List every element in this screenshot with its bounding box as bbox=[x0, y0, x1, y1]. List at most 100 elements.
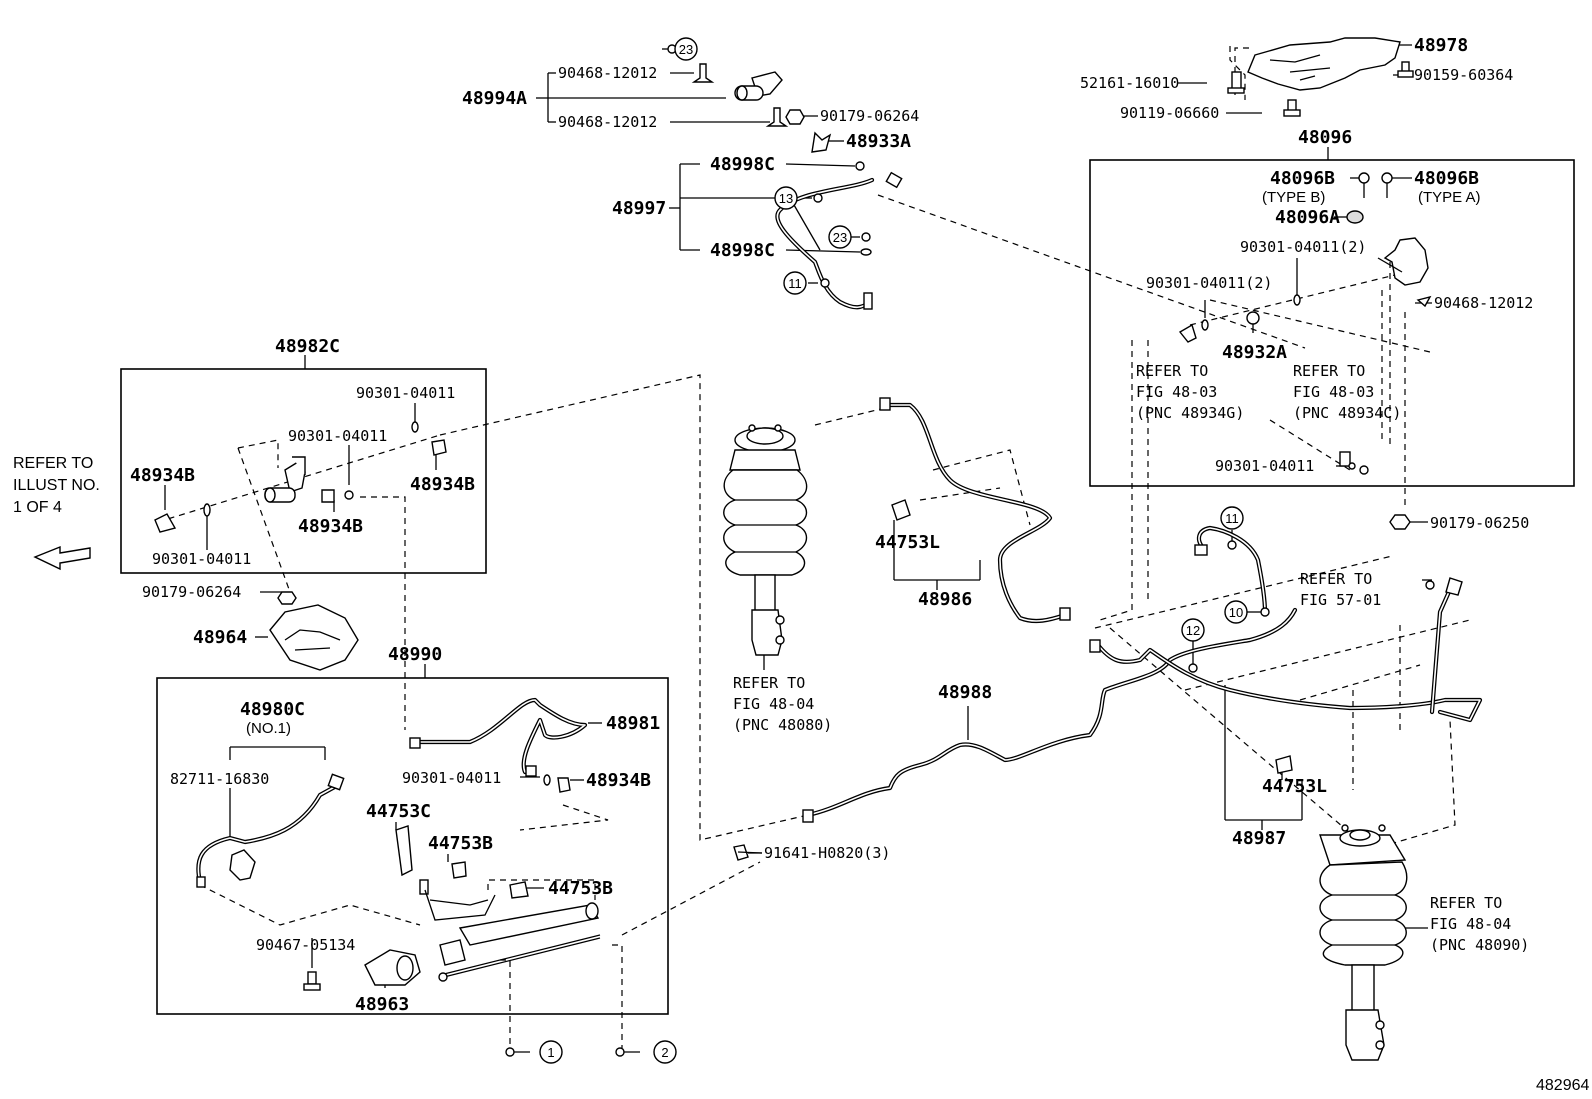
front-air-strut-icon bbox=[723, 424, 808, 656]
link-clip-icon bbox=[1178, 323, 1197, 343]
label-48933a: 48933A bbox=[846, 131, 911, 152]
label-90301-04011-right: 90301-04011 bbox=[1215, 457, 1314, 475]
label-90301-04011-2a: 90301-04011(2) bbox=[1240, 238, 1366, 256]
screw-icon bbox=[765, 107, 789, 127]
o-ring-icon bbox=[1293, 294, 1301, 306]
label-48982c: 48982C bbox=[275, 336, 340, 357]
clip-icon bbox=[1416, 295, 1432, 308]
bolt-icon bbox=[1397, 61, 1414, 78]
refer-notes: REFER TO ILLUST NO. 1 OF 4 REFER TO FIG … bbox=[13, 362, 1529, 954]
label-91641-h0820: 91641-H0820(3) bbox=[764, 844, 890, 862]
label-90467-05134: 90467-05134 bbox=[256, 936, 355, 954]
ref-illust-line2: ILLUST NO. bbox=[13, 477, 100, 494]
label-90301-04011-2b: 90301-04011(2) bbox=[1146, 274, 1272, 292]
label-type-b: (TYPE B) bbox=[1262, 189, 1325, 206]
label-90159-60364: 90159-60364 bbox=[1414, 66, 1513, 84]
nut-icon bbox=[785, 109, 805, 125]
ref-48090-line2: FIG 48-04 bbox=[1430, 915, 1511, 933]
callout-number: 13 bbox=[779, 191, 793, 206]
ref-48080-line2: FIG 48-04 bbox=[733, 695, 814, 713]
callout-circle: 13 bbox=[774, 186, 798, 210]
label-48096b-type-b: 48096B bbox=[1270, 168, 1335, 189]
label-48934b-bottom: 48934B bbox=[586, 770, 651, 791]
label-48997: 48997 bbox=[612, 198, 666, 219]
callout-circle: 11 bbox=[783, 271, 807, 295]
bolt-icon bbox=[303, 971, 321, 991]
label-48963: 48963 bbox=[355, 994, 409, 1015]
ref-48080-line1: REFER TO bbox=[733, 674, 805, 692]
ref-48934c-line3: (PNC 48934C) bbox=[1293, 404, 1401, 422]
o-ring-icon bbox=[344, 490, 354, 500]
ref-48934c-line1: REFER TO bbox=[1293, 362, 1365, 380]
link-clip-icon bbox=[154, 513, 177, 533]
o-ring-icon bbox=[203, 503, 211, 517]
label-44753l-1: 44753L bbox=[875, 532, 940, 553]
label-48096a: 48096A bbox=[1275, 207, 1340, 228]
nut-icon bbox=[1389, 514, 1411, 530]
label-44753l-2: 44753L bbox=[1262, 776, 1327, 797]
label-82711-16830: 82711-16830 bbox=[170, 770, 269, 788]
part-48964-bracket bbox=[269, 604, 359, 671]
callout-circle: 11 bbox=[1220, 506, 1244, 530]
ref-48934g-line1: REFER TO bbox=[1136, 362, 1208, 380]
ref-illust-line1: REFER TO bbox=[13, 455, 93, 472]
label-48987: 48987 bbox=[1232, 828, 1286, 849]
group-box-48990 bbox=[156, 677, 669, 1015]
screw-icon bbox=[691, 63, 715, 83]
label-90179-06264-left: 90179-06264 bbox=[142, 583, 241, 601]
part-48963-bracket bbox=[364, 949, 421, 986]
ref-57-01-line1: REFER TO bbox=[1300, 570, 1372, 588]
fitting-icon bbox=[409, 737, 537, 777]
clip-icon bbox=[1275, 755, 1293, 774]
bolt-icon bbox=[1227, 71, 1245, 94]
o-ring-icon bbox=[813, 193, 823, 203]
washer-icon bbox=[1246, 311, 1260, 325]
callout-circle: 12 bbox=[1181, 618, 1205, 642]
pressure-sensor-icon bbox=[196, 773, 345, 888]
label-90301-04011-l3: 90301-04011 bbox=[152, 550, 251, 568]
label-90301-04011-l1: 90301-04011 bbox=[356, 384, 455, 402]
label-90179-06250: 90179-06250 bbox=[1430, 514, 1529, 532]
solenoid-valve-icon bbox=[264, 456, 306, 503]
part-48978-bracket bbox=[1247, 37, 1401, 91]
group-box-48982c bbox=[120, 368, 487, 574]
o-ring-icon bbox=[861, 232, 871, 242]
o-ring-icon bbox=[820, 278, 830, 288]
height-sensor-icon bbox=[1377, 237, 1429, 286]
clip-icon bbox=[509, 881, 529, 899]
bolt-icon bbox=[1283, 99, 1301, 117]
clip-icon bbox=[451, 861, 467, 879]
callout-number: 10 bbox=[1229, 605, 1243, 620]
pipes bbox=[196, 177, 1483, 885]
label-44753c: 44753C bbox=[366, 801, 431, 822]
callout-circle: 2 bbox=[653, 1040, 677, 1064]
label-90468-12012-right: 90468-12012 bbox=[1434, 294, 1533, 312]
o-ring-icon bbox=[1201, 319, 1209, 331]
callout-number: 11 bbox=[1225, 511, 1239, 526]
label-90119-06660: 90119-06660 bbox=[1120, 104, 1219, 122]
part-44753c-bracket bbox=[395, 825, 429, 895]
callout-number: 23 bbox=[679, 42, 693, 57]
part-48994a-bracket bbox=[734, 71, 783, 101]
clip-icon bbox=[321, 489, 335, 503]
label-48981: 48981 bbox=[606, 713, 660, 734]
o-ring-icon bbox=[543, 774, 551, 786]
ref-48090-line3: (PNC 48090) bbox=[1430, 936, 1529, 954]
label-48934b-l2: 48934B bbox=[410, 474, 475, 495]
ref-48080-line3: (PNC 48080) bbox=[733, 716, 832, 734]
ref-illust-line3: 1 OF 4 bbox=[13, 499, 62, 516]
label-48096: 48096 bbox=[1298, 127, 1352, 148]
label-48964: 48964 bbox=[193, 627, 247, 648]
ref-57-01-line2: FIG 57-01 bbox=[1300, 591, 1381, 609]
label-48988: 48988 bbox=[938, 682, 992, 703]
label-44753b-2: 44753B bbox=[548, 878, 613, 899]
o-ring-icon bbox=[860, 248, 872, 256]
callout-circle: 23 bbox=[674, 37, 698, 61]
label-type-a: (TYPE A) bbox=[1418, 189, 1481, 206]
ref-48090-line1: REFER TO bbox=[1430, 894, 1502, 912]
label-48980c: 48980C bbox=[240, 699, 305, 720]
dashed-guides bbox=[157, 46, 1471, 1048]
o-ring-icon bbox=[411, 421, 419, 433]
callout-number: 23 bbox=[833, 230, 847, 245]
grommet-icon bbox=[1346, 210, 1364, 224]
